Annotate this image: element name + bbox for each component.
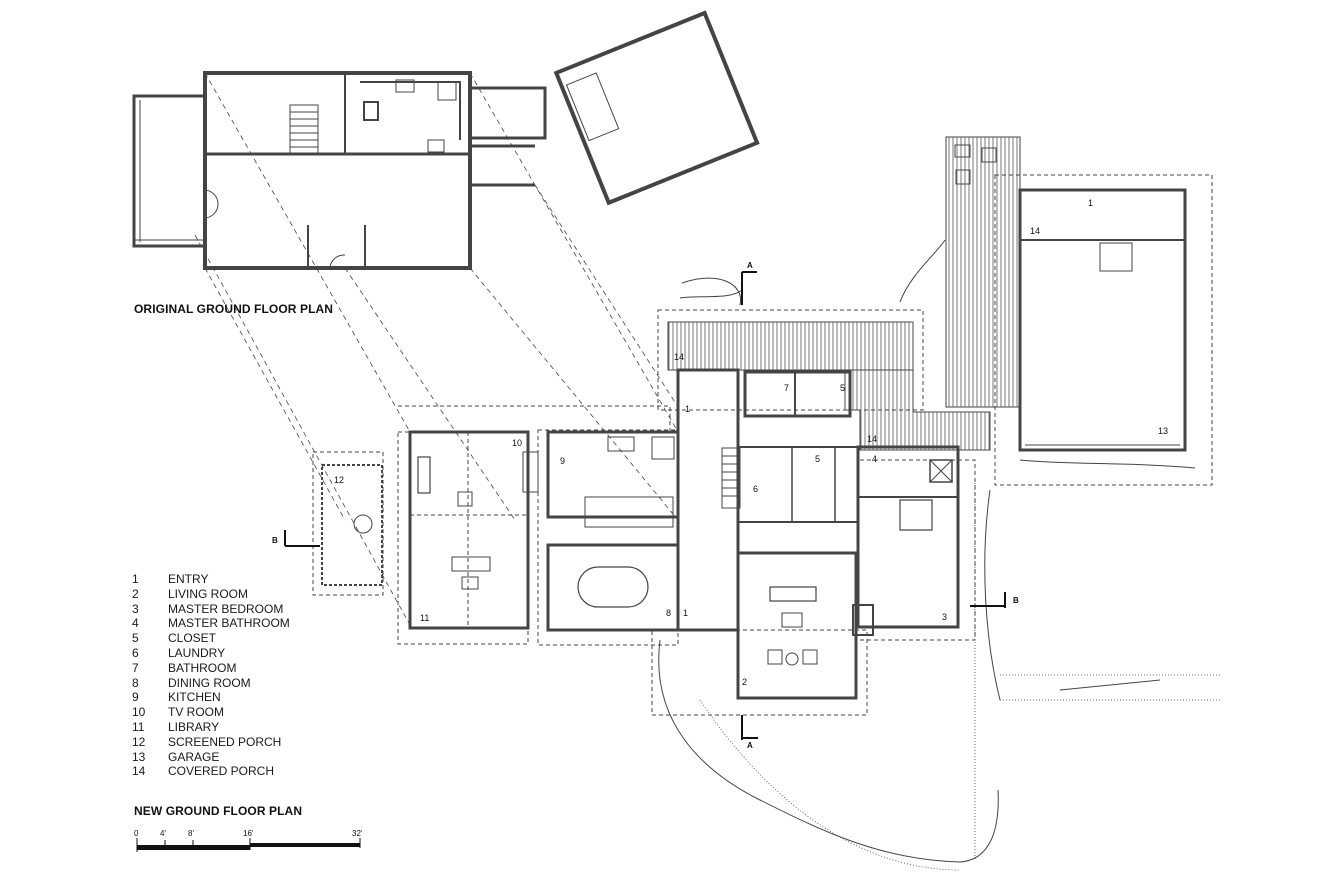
room-label-entry-2: 1 [683, 608, 688, 618]
legend-label: SCREENED PORCH [168, 734, 282, 749]
scale-tick-32: 32' [352, 829, 363, 838]
legend-label: MASTER BATHROOM [168, 616, 290, 631]
legend-label: CLOSET [168, 631, 217, 646]
room-label-covered-3: 14 [1030, 226, 1040, 236]
legend-item: 6 LAUNDRY [132, 646, 290, 661]
room-labels: 1 1 1 2 3 4 5 5 6 7 8 9 10 11 12 13 14 1… [334, 198, 1168, 687]
room-label-entry-3: 1 [1088, 198, 1093, 208]
legend-label: TV ROOM [168, 705, 224, 720]
legend-label: LIVING ROOM [168, 586, 249, 601]
legend-item: 4 MASTER BATHROOM [132, 616, 290, 631]
legend-number: 1 [132, 572, 139, 586]
legend-number: 14 [132, 764, 146, 779]
legend-label: LAUNDRY [168, 645, 226, 660]
room-label-closet: 5 [840, 383, 845, 393]
legend-label: BATHROOM [168, 660, 237, 675]
legend-number: 7 [132, 660, 139, 675]
room-label-laundry: 6 [753, 484, 758, 494]
legend-label: DINING ROOM [168, 675, 251, 690]
projection-lines [194, 72, 681, 626]
legend-label: ENTRY [168, 572, 209, 586]
legend-item: 1 ENTRY [132, 572, 290, 587]
legend-item: 5 CLOSET [132, 631, 290, 646]
section-b-right: B [1013, 596, 1019, 605]
legend-item: 7 BATHROOM [132, 661, 290, 676]
legend-number: 5 [132, 631, 139, 646]
garage-porch-deck [945, 136, 1021, 408]
scale-tick-8: 8' [188, 829, 194, 838]
room-label-closet-2: 5 [815, 454, 820, 464]
original-plan-title: ORIGINAL GROUND FLOOR PLAN [134, 302, 334, 316]
legend-item: 3 MASTER BEDROOM [132, 602, 290, 617]
room-label-tv: 10 [512, 438, 522, 448]
room-label-kitchen: 9 [560, 456, 565, 466]
scale-bar [136, 838, 361, 852]
legend-item: 13 GARAGE [132, 750, 290, 765]
legend-item: 8 DINING ROOM [132, 676, 290, 691]
room-label-porch: 12 [334, 475, 344, 485]
room-label-covered-2: 14 [867, 434, 877, 444]
legend-item: 14 COVERED PORCH [132, 764, 290, 779]
stone-path [658, 239, 1196, 863]
room-legend: 1 ENTRY 2 LIVING ROOM 3 MASTER BEDROOM 4 MASTER… [132, 572, 290, 779]
covered-porch-deck [667, 321, 914, 371]
room-label-master-bed: 3 [942, 612, 947, 622]
room-label-entry: 1 [685, 404, 690, 414]
legend-item: 11 LIBRARY [132, 720, 290, 735]
legend-label: LIBRARY [168, 719, 220, 734]
new-plan-title: NEW GROUND FLOOR PLAN [134, 804, 303, 818]
legend-number: 2 [132, 586, 139, 601]
room-label-living: 2 [742, 677, 747, 687]
room-label-dining: 8 [666, 608, 671, 618]
legend-label: GARAGE [168, 749, 220, 764]
section-markers: A A B B [272, 261, 1019, 750]
legend-number: 13 [132, 749, 146, 764]
legend-number: 8 [132, 675, 139, 690]
original-plan [132, 10, 760, 270]
room-label-covered: 14 [674, 352, 684, 362]
legend-number: 11 [132, 719, 145, 734]
legend-number: 6 [132, 645, 139, 660]
section-b-left: B [272, 536, 278, 545]
legend-label: COVERED PORCH [168, 764, 275, 779]
legend-number: 9 [132, 690, 139, 705]
stone-dots [699, 480, 1220, 871]
legend-label: MASTER BEDROOM [168, 601, 284, 616]
scale-tick-16: 16' [243, 829, 254, 838]
room-label-garage: 13 [1158, 426, 1168, 436]
legend-number: 10 [132, 705, 146, 720]
room-label-master-bath: 4 [872, 454, 877, 464]
legend-label: KITCHEN [168, 690, 221, 705]
legend-number: 3 [132, 601, 139, 616]
section-a-top: A [747, 261, 753, 270]
new-plan [312, 144, 1213, 716]
scale-tick-0: 0 [134, 829, 139, 838]
section-a-bottom: A [747, 741, 753, 750]
legend-number: 12 [132, 734, 146, 749]
scale-tick-4: 4' [160, 829, 166, 838]
room-label-library: 11 [420, 613, 429, 623]
legend-item: 2 LIVING ROOM [132, 587, 290, 602]
room-label-bath: 7 [784, 383, 789, 393]
legend-item: 12 SCREENED PORCH [132, 735, 290, 750]
legend-item: 9 KITCHEN [132, 690, 290, 705]
legend-number: 4 [132, 616, 139, 631]
legend-item: 10 TV ROOM [132, 705, 290, 720]
